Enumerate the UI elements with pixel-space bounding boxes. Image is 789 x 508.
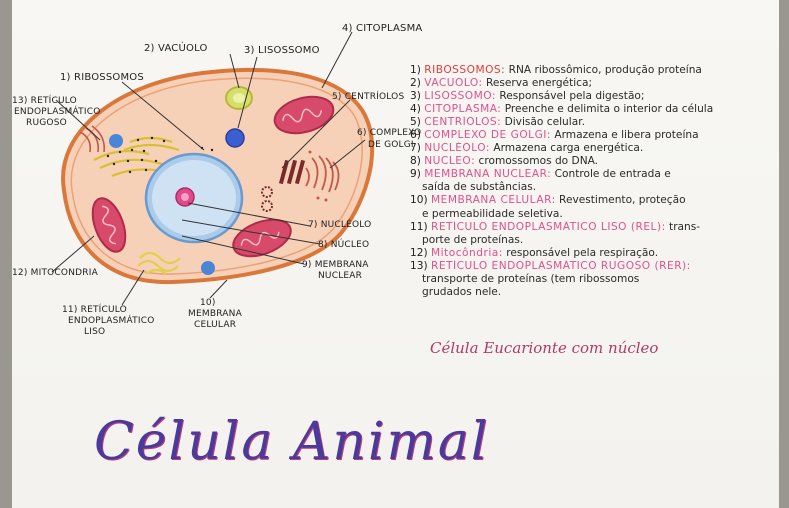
legend-item: 1) RIBOSSOMOS: RNA ribossômico, produção… [410, 64, 776, 77]
label-smooth-er-2: ENDOPLASMÁTICO [68, 316, 155, 326]
legend-item-cont: e permeabilidade seletiva. [410, 208, 776, 221]
legend-item-cont: saída de substâncias. [410, 181, 776, 194]
label-cell-membrane-2: MEMBRANA [188, 309, 242, 319]
lysosome-shape-2 [109, 134, 123, 148]
legend-item-cont: porte de proteínas. [410, 234, 776, 247]
lysosome-shape [226, 129, 244, 147]
label-golgi-2: DE GOLGI [368, 140, 414, 150]
legend-item: 6) COMPLEXO DE GOLGI: Armazena e libera … [410, 129, 776, 142]
label-nucleolus: 7) NUCLÉOLO [308, 220, 371, 230]
legend-item: 12) Mitocôndria: responsável pela respir… [410, 247, 776, 260]
legend-item-cont: grudados nele. [410, 286, 776, 299]
caption: Célula Eucarionte com núcleo [430, 339, 658, 357]
label-lysosome: 3) LISOSSOMO [244, 45, 320, 56]
legend-item: 3) LISOSSOMO: Responsável pela digestão; [410, 90, 776, 103]
legend-item: 7) NUCLÉOLO: Armazena carga energética. [410, 142, 776, 155]
label-cell-membrane-1: 10) [200, 298, 216, 308]
legend-item: 4) CITOPLASMA: Preenche e delimita o int… [410, 103, 776, 116]
label-rough-er-3: RUGOSO [26, 118, 67, 128]
label-mitochondria: 12) MITOCONDRIA [12, 268, 98, 278]
label-smooth-er-3: LISO [84, 327, 105, 337]
label-cytoplasm: 4) CITOPLASMA [342, 23, 422, 34]
legend-item-cont: transporte de proteínas (tem ribossomos [410, 273, 776, 286]
page-title: Célula Animal [94, 412, 489, 472]
label-centrioles: 5) CENTRÍOLOS [332, 92, 404, 102]
legend-item: 10) MEMBRANA CELULAR: Revestimento, prot… [410, 194, 776, 207]
label-rough-er-2: ENDOPLASMÁTICO [14, 107, 101, 117]
legend-list: 1) RIBOSSOMOS: RNA ribossômico, produção… [410, 64, 776, 299]
legend-item: 9) MEMBRANA NUCLEAR: Controle de entrada… [410, 168, 776, 181]
label-rough-er-1: 13) RETÍCULO [12, 96, 77, 106]
label-nuclear-membrane-1: 9) MEMBRANA [302, 260, 369, 270]
legend-item: 8) NÚCLEO: cromossomos do DNA. [410, 155, 776, 168]
legend-item: 5) CENTRÍOLOS: Divisão celular. [410, 116, 776, 129]
label-vacuole: 2) VACÚOLO [144, 43, 208, 54]
lysosome-shape-3 [201, 261, 215, 275]
paper-sheet: 2) VACÚOLO 3) LISOSSOMO 4) CITOPLASMA 1)… [12, 0, 779, 508]
label-nuclear-membrane-2: NUCLEAR [318, 271, 362, 281]
label-ribosomes: 1) RIBOSSOMOS [60, 72, 144, 83]
legend-item: 11) RETÍCULO ENDOPLASMÁTICO LISO (REL): … [410, 221, 776, 234]
label-smooth-er-1: 11) RETÍCULO [62, 305, 127, 315]
legend-item: 13) RETÍCULO ENDOPLASMÁTICO RUGOSO (RER)… [410, 260, 776, 273]
label-cell-membrane-3: CELULAR [194, 320, 236, 330]
label-nucleus: 8) NÚCLEO [318, 240, 369, 250]
legend-item: 2) VACÚOLO: Reserva energética; [410, 77, 776, 90]
